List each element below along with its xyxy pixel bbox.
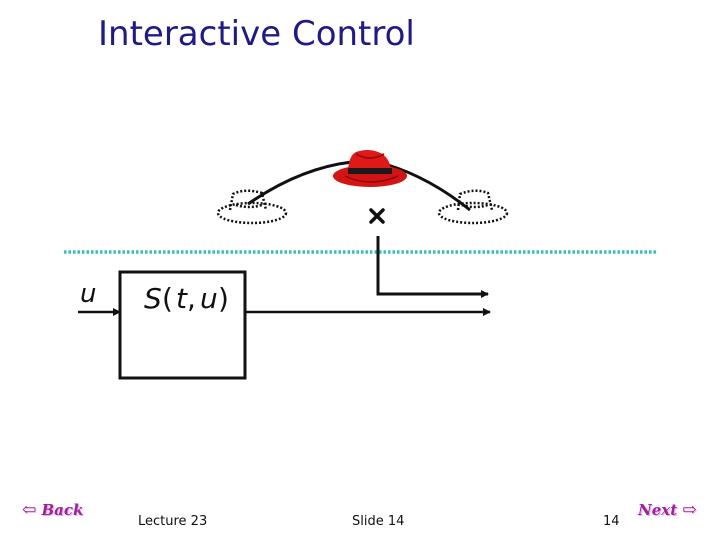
lecture-label: Lecture 23 (138, 514, 208, 529)
system-box (118, 270, 247, 380)
next-arrow-icon: ⇨ (682, 500, 697, 520)
system-label: S ( t , u ) (144, 282, 229, 315)
switch-line (376, 236, 489, 298)
slide-label: Slide 14 (352, 514, 405, 529)
system-label-s: S (144, 282, 162, 315)
next-button[interactable]: Next ⇨ (638, 500, 697, 520)
back-label: Back (41, 501, 84, 519)
close-x-icon (369, 208, 385, 224)
slide-title: Interactive Control (98, 14, 415, 54)
left-arc (247, 160, 353, 206)
system-label-comma: , (187, 282, 196, 315)
system-label-u: u (200, 282, 218, 315)
back-button[interactable]: ⇦ Back (22, 500, 83, 520)
system-label-open-paren: ( (162, 282, 173, 315)
system-label-t: t (176, 282, 188, 315)
system-label-close-paren: ) (218, 282, 229, 315)
left-dotted-hat-icon (216, 189, 288, 225)
back-arrow-icon: ⇦ (22, 500, 37, 520)
page-number: 14 (603, 514, 620, 529)
next-label: Next (638, 501, 678, 519)
right-dotted-hat-icon (437, 189, 509, 225)
input-label: u (80, 279, 96, 309)
red-hat-icon (333, 150, 407, 187)
